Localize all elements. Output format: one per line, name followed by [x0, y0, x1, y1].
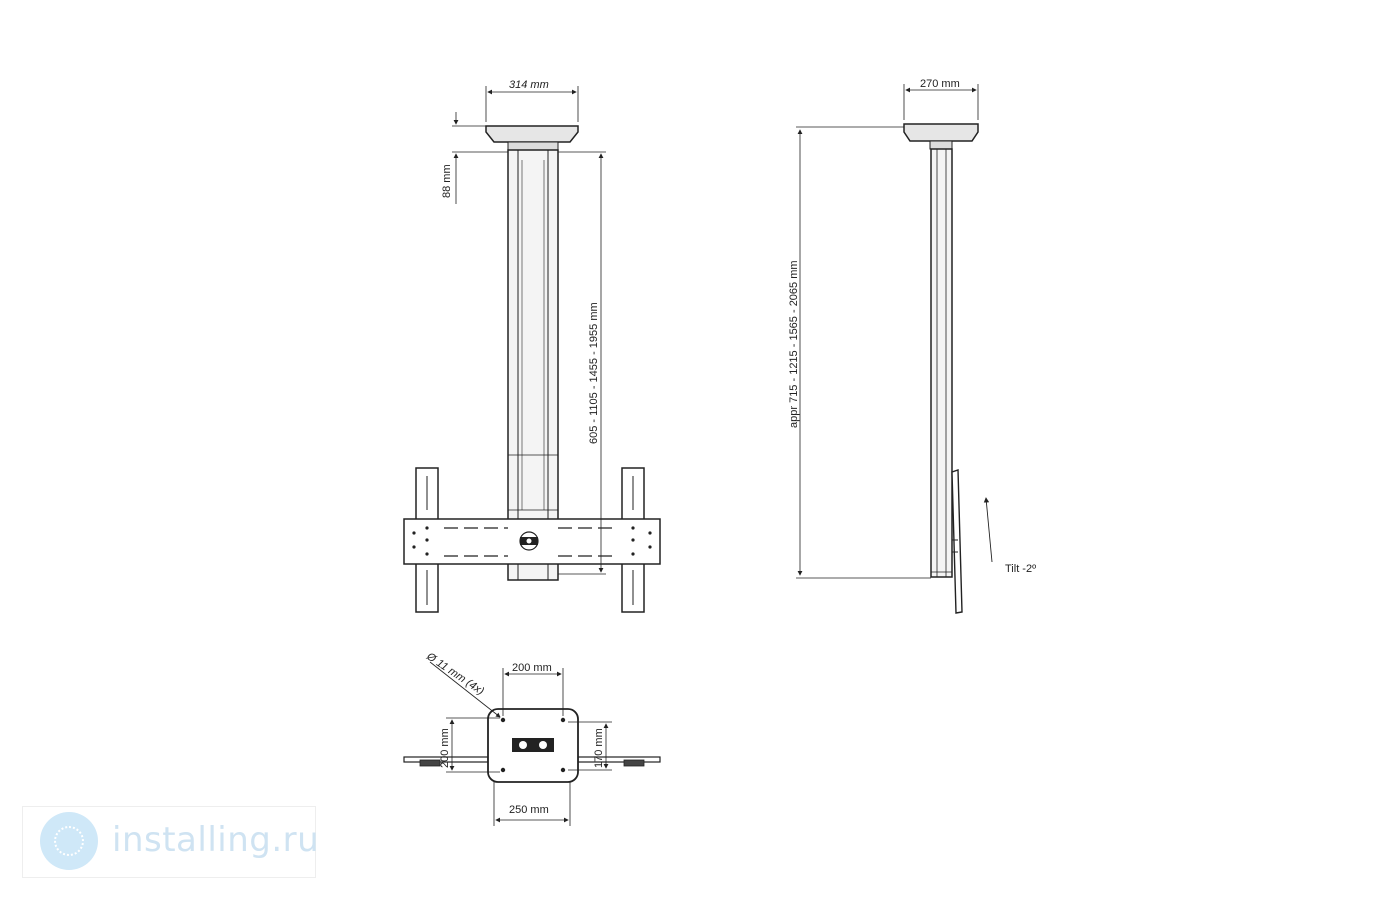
top-view [403, 661, 661, 826]
top-spacing-label: 200 mm [512, 662, 552, 674]
top-plate-holes [500, 717, 566, 773]
side-view [796, 84, 993, 614]
side-ceiling-plate [903, 123, 979, 142]
crossbar-slots [444, 527, 616, 557]
side-pole [930, 148, 953, 578]
left-spacing-label: 200 mm [439, 728, 451, 768]
plate-neck [507, 141, 559, 151]
side-tilt-bracket [951, 469, 963, 614]
front-width-label: 314 mm [509, 79, 549, 91]
side-tilt-label: Tilt -2º [1005, 563, 1036, 575]
right-spacing-label: 170 mm [593, 728, 605, 768]
front-plate-height-label: 88 mm [441, 164, 453, 198]
bottom-width-label: 250 mm [509, 804, 549, 816]
side-width-label: 270 mm [920, 78, 960, 90]
side-total-height-label: appr 715 - 1215 - 1565 - 2065 mm [788, 260, 800, 428]
hole-leader [429, 661, 501, 718]
pole [507, 149, 559, 581]
watermark-text: installing.ru [112, 820, 320, 860]
globe-logo-icon [40, 812, 98, 870]
ceiling-plate [485, 125, 579, 143]
top-center-hub [512, 738, 554, 752]
top-right-arm [577, 756, 661, 763]
crossbar-holes [412, 526, 652, 556]
front-pole-length-label: 605 - 1105 - 1455 - 1955 mm [588, 302, 600, 444]
top-hole-label: Ø 11 mm (4x) [423, 650, 486, 698]
center-hub [519, 531, 539, 551]
side-plate-neck [929, 140, 953, 150]
upright-slots [426, 476, 634, 605]
tilt-arrow [983, 497, 993, 563]
front-view [403, 86, 661, 613]
